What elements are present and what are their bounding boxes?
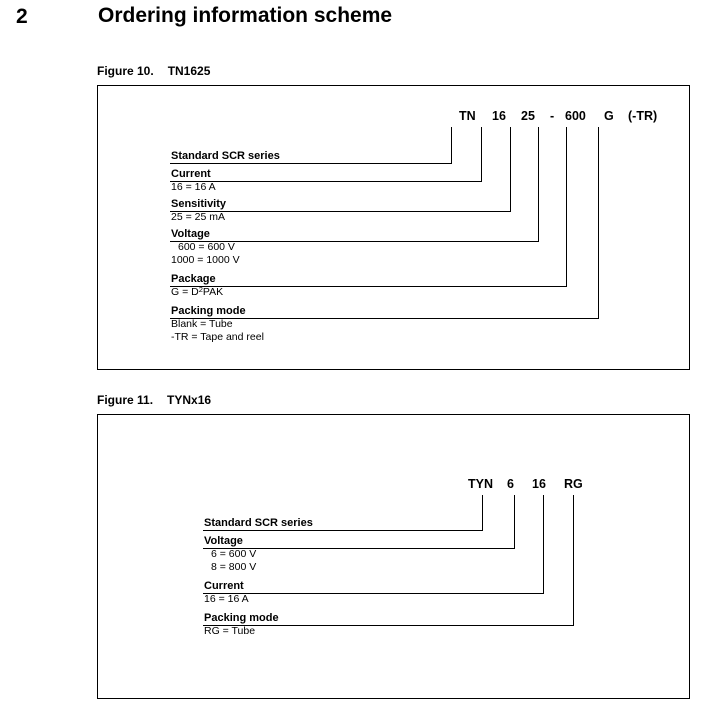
label-title: Voltage — [171, 228, 210, 240]
leader-vertical-current — [543, 495, 544, 593]
label-value: RG = Tube — [204, 625, 256, 637]
label-entry-voltage: Voltage 600 = 600 V 1000 = 1000 V — [171, 228, 240, 267]
label-title: Voltage — [204, 535, 243, 547]
label-entry-package: Package G = D2PAK — [171, 273, 223, 299]
code-segment-current: 16 — [532, 477, 546, 491]
rule-voltage — [170, 241, 539, 242]
label-value-package: G = D2PAK — [171, 285, 224, 298]
figure-11-name: TYNx16 — [167, 393, 212, 407]
rule-series — [203, 530, 483, 531]
label-title: Standard SCR series — [171, 150, 280, 162]
figure-10-name: TN1625 — [167, 64, 211, 78]
label-value: 1000 = 1000 V — [171, 254, 240, 266]
label-value: 16 = 16 A — [171, 181, 216, 193]
label-value: Blank = Tube — [171, 318, 233, 330]
section-heading: 2 Ordering information scheme — [0, 0, 701, 44]
label-title: Standard SCR series — [204, 517, 313, 529]
figure-10-box: TN 16 25 - 600 G (-TR) Standard SCR seri… — [97, 85, 690, 370]
label-title: Package — [171, 273, 216, 285]
figure-10-caption: Figure 10. TN1625 — [97, 64, 210, 78]
label-title: Current — [204, 580, 244, 592]
leader-vertical-packing — [598, 127, 599, 318]
label-value: 16 = 16 A — [204, 593, 249, 605]
label-value: 600 = 600 V — [178, 241, 235, 253]
rule-packing — [170, 318, 599, 319]
leader-vertical-current — [481, 127, 482, 181]
figure-11-caption: Figure 11. TYNx16 — [97, 393, 211, 407]
leader-vertical-series — [451, 127, 452, 163]
code-segment-voltage: 600 — [565, 109, 586, 123]
rule-series — [170, 163, 452, 164]
code-segment-packing: RG — [564, 477, 583, 491]
rule-current — [170, 181, 482, 182]
figure-10-label: Figure 10. — [97, 64, 154, 78]
label-title: Packing mode — [171, 305, 246, 317]
label-entry-current: Current 16 = 16 A — [204, 580, 249, 606]
leader-vertical-voltage — [538, 127, 539, 241]
figure-11-label: Figure 11. — [97, 393, 154, 407]
label-title: Packing mode — [204, 612, 279, 624]
code-segment-series: TYN — [468, 477, 493, 491]
label-entry-packing: Packing mode Blank = Tube -TR = Tape and… — [171, 305, 264, 344]
label-entry-series: Standard SCR series — [204, 517, 313, 530]
code-segment-current: 16 — [492, 109, 506, 123]
leader-vertical-package — [566, 127, 567, 286]
figure-11-box: TYN 6 16 RG Standard SCR series Voltage … — [97, 414, 690, 699]
label-entry-packing: Packing mode RG = Tube — [204, 612, 279, 638]
label-value: -TR = Tape and reel — [171, 331, 264, 343]
label-value: 25 = 25 mA — [171, 211, 225, 223]
label-title: Current — [171, 168, 211, 180]
rule-voltage — [203, 548, 515, 549]
label-value: 8 = 800 V — [211, 561, 257, 573]
code-segment-voltage: 6 — [507, 477, 514, 491]
rule-current — [203, 593, 544, 594]
rule-packing — [203, 625, 574, 626]
leader-vertical-voltage — [514, 495, 515, 548]
rule-sensitivity — [170, 211, 511, 212]
code-segment-dash: - — [550, 109, 555, 123]
page-title: Ordering information scheme — [98, 4, 393, 27]
code-segment-sensitivity: 25 — [521, 109, 535, 123]
leader-vertical-sensitivity — [510, 127, 511, 211]
code-segment-package: G — [604, 109, 614, 123]
label-entry-current: Current 16 = 16 A — [171, 168, 216, 194]
label-title: Sensitivity — [171, 198, 227, 210]
label-entry-voltage: Voltage 6 = 600 V 8 = 800 V — [204, 535, 256, 574]
leader-vertical-series — [482, 495, 483, 530]
label-value: 6 = 600 V — [211, 548, 257, 560]
label-entry-series: Standard SCR series — [171, 150, 280, 163]
label-entry-sensitivity: Sensitivity 25 = 25 mA — [171, 198, 226, 224]
rule-package — [170, 286, 567, 287]
leader-vertical-packing — [573, 495, 574, 625]
code-segment-packing: (-TR) — [628, 109, 658, 123]
section-number: 2 — [16, 5, 28, 28]
code-segment-series: TN — [459, 109, 476, 123]
